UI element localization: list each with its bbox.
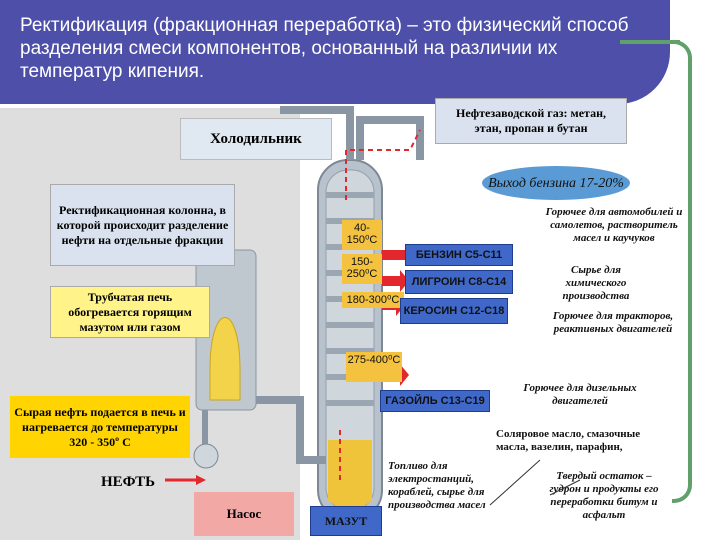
gas-label: Нефтезаводской газ: метан, этан, пропан …: [435, 98, 627, 144]
gasoline-yield-badge: Выход бензина 17-20%: [482, 166, 630, 200]
furnace-label: Трубчатая печь обогревается горящим мазу…: [50, 286, 210, 338]
gas-pipe: [356, 116, 424, 160]
vapor-arrow: [345, 129, 421, 200]
product-gazoil: ГАЗОЙЛЬ С13-С19: [380, 390, 490, 412]
use-residue: Твердый остаток – гудрон и продукты его …: [549, 470, 659, 521]
column-liquid: [328, 440, 372, 510]
header-text: Ректификация (фракционная переработка) –…: [20, 15, 629, 82]
product-ligroin: ЛИГРОИН С8-С14: [405, 270, 513, 294]
use-kerosin: Горючее для тракторов, реактивных двигат…: [552, 310, 674, 335]
column-drawing: [165, 106, 424, 521]
crude-label: Сырая нефть подается в печь и нагреваетс…: [10, 396, 190, 458]
temp-tag-2: 150-250⁰С: [342, 254, 382, 284]
product-kerosin: КЕРОСИН С12-С18: [400, 298, 508, 324]
use-fuel: Топливо для электростанций, кораблей, сы…: [388, 460, 486, 511]
use-benzin: Горючее для автомобилей и самолетов, рас…: [545, 206, 683, 244]
furnace-flame: [209, 317, 241, 401]
use-ligroin: Сырье для химического производства: [562, 264, 630, 302]
green-frame: [672, 40, 692, 503]
pump-wheel: [193, 443, 219, 469]
use-gazoil: Горючее для дизельных двигателей: [523, 382, 637, 407]
temp-tag-4: 275-400⁰С: [346, 352, 402, 382]
cooler-label: Холодильник: [180, 118, 332, 160]
frame-top-line: [620, 40, 680, 44]
mazut-label: МАЗУТ: [310, 506, 382, 536]
oil-label: НЕФТЬ: [100, 473, 156, 490]
use-solar: Соляровое масло, смазочные масла, вазели…: [496, 428, 641, 453]
connector-lines: [489, 459, 581, 506]
feed-pipe: [256, 396, 326, 464]
cooler-pipe: [280, 106, 354, 160]
column-label: Ректификационная колонна, в которой прои…: [50, 184, 235, 266]
header-banner: [0, 0, 670, 104]
temp-tag-3: 180-300⁰С: [342, 292, 404, 308]
pump-label: Насос: [194, 492, 294, 536]
temp-tag-1: 40-150⁰С: [342, 220, 382, 250]
product-benzin: БЕНЗИН С5-С11: [405, 244, 513, 266]
